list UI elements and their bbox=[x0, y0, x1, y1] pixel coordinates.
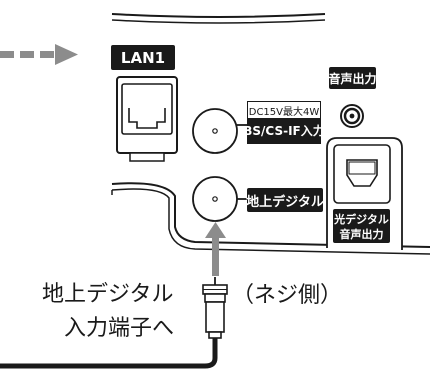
bs-cs-if-label: BS/CS-IF入力 bbox=[243, 118, 325, 143]
bs-cs-if-label-box: DC15V最大4W BS/CS-IF入力 bbox=[243, 101, 325, 144]
optical-label-line2: 音声出力 bbox=[339, 228, 384, 241]
coax-cable bbox=[0, 338, 218, 369]
dc-spec-text: DC15V最大4W bbox=[248, 107, 320, 118]
input-terminal-callout-line2: 入力端子へ bbox=[64, 316, 175, 341]
optical-audio-label: 光デジタル 音声出力 bbox=[333, 209, 390, 243]
terrestrial-jack bbox=[192, 176, 247, 222]
screw-side-callout: （ネジ側） bbox=[232, 283, 343, 308]
optical-label-line1: 光デジタル bbox=[334, 213, 389, 226]
terrestrial-port-label: 地上デジタル bbox=[246, 188, 324, 212]
lan1-label: LAN1 bbox=[111, 45, 175, 70]
rj45-port-icon bbox=[116, 76, 178, 162]
input-terminal-callout-line1: 地上デジタル bbox=[42, 282, 174, 307]
audio-out-label: 音声出力 bbox=[329, 67, 377, 89]
up-arrow-icon bbox=[205, 222, 226, 276]
panel-step-edge bbox=[111, 182, 430, 248]
dashed-arrow-icon bbox=[0, 44, 78, 65]
panel-step-edge-inner bbox=[111, 188, 430, 255]
f-connector-icon bbox=[202, 277, 228, 339]
bs-cs-if-jack bbox=[192, 108, 247, 154]
panel-top-edge-inner bbox=[111, 19, 326, 24]
audio-jack-icon bbox=[340, 104, 364, 128]
panel-top-edge bbox=[111, 13, 326, 18]
